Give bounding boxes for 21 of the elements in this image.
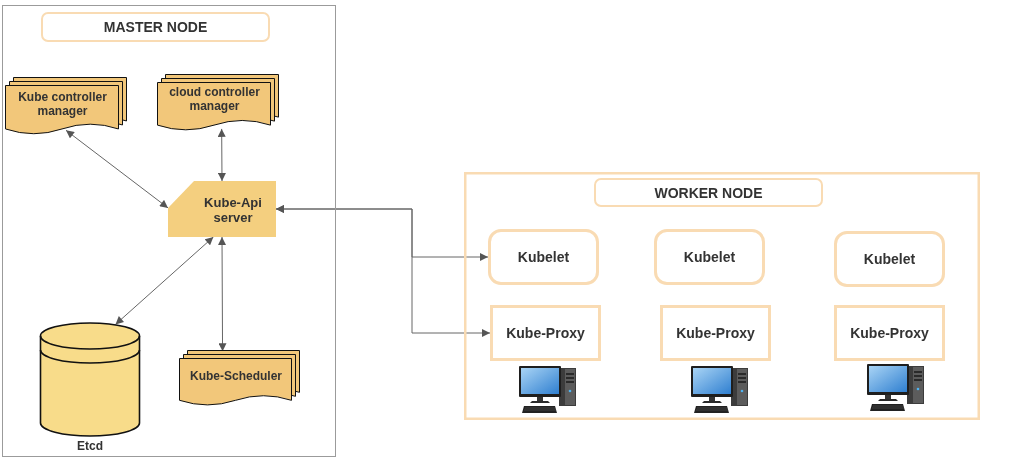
rounded-box: Kubelet [834, 231, 945, 287]
process-box: Kube-Proxy [660, 305, 771, 361]
node-label: Kube controller manager [17, 90, 108, 118]
section-header: MASTER NODE [41, 12, 270, 42]
rounded-box: Kubelet [488, 229, 599, 285]
container-panel [464, 172, 980, 420]
connector-arrow [217, 128, 226, 182]
connector-arrow [65, 129, 169, 209]
process-box: Kube-Proxy [834, 305, 945, 361]
connector-arrow [275, 205, 491, 337]
node-label: cloud controller manager [168, 85, 261, 113]
container-panel [2, 5, 336, 457]
section-header: WORKER NODE [594, 178, 823, 207]
connector-arrow [218, 236, 227, 352]
node-label: Etcd [76, 439, 104, 453]
cut-corner-card [168, 181, 276, 237]
node-label: Kube-Scheduler [189, 369, 283, 383]
rounded-box: Kubelet [654, 229, 765, 285]
process-box: Kube-Proxy [490, 305, 601, 361]
node-label: Kube-Api server [203, 195, 263, 225]
connector-arrow [115, 236, 214, 325]
